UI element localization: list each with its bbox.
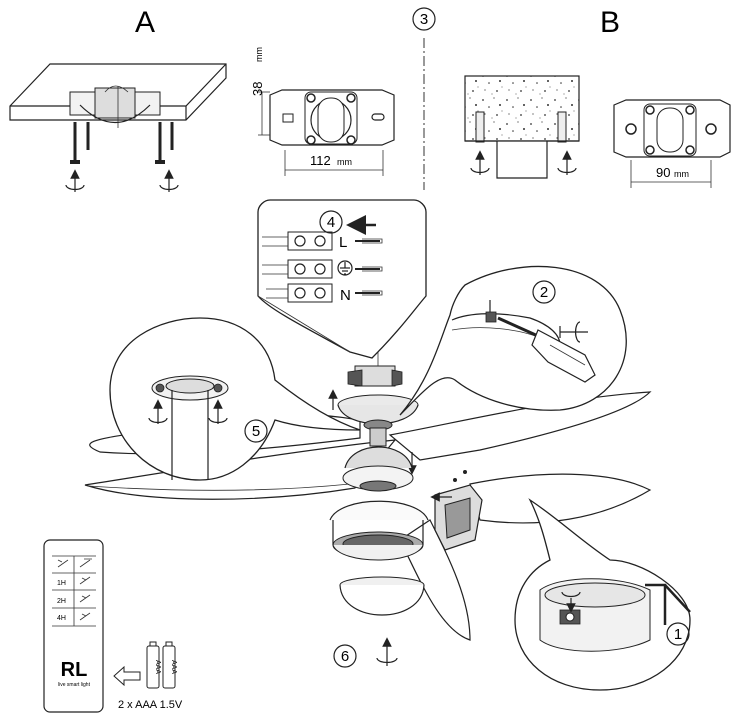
- screw-rotate-icon: [557, 150, 577, 175]
- earth-ground-icon: [337, 260, 353, 276]
- screwdriver-callout: [399, 265, 627, 416]
- section-a-label: A: [135, 6, 155, 39]
- concrete-ceiling-b: [464, 75, 580, 179]
- step-2-number: 2: [540, 284, 548, 301]
- bracket-plate-a: [269, 89, 395, 146]
- batteries: AAA AAA: [146, 641, 177, 689]
- arrow-left-icon: [113, 665, 141, 687]
- blade-screw-callout: [514, 498, 691, 691]
- width-dimension-b: 90 mm: [630, 160, 712, 188]
- step-5-badge: 5: [244, 419, 268, 443]
- width-a-unit: mm: [337, 157, 352, 167]
- step-5-number: 5: [252, 423, 260, 440]
- screw-rotate-icon: [561, 591, 581, 613]
- screw-rotate-icon: [208, 399, 228, 424]
- remote-button-2h: 2H: [57, 598, 66, 605]
- width-dimension-a: 112 mm: [284, 150, 384, 176]
- step-3-badge: 3: [412, 7, 436, 31]
- screw-rotate-icon: [470, 150, 490, 175]
- width-b-unit: mm: [674, 169, 689, 179]
- height-dimension-a: 38 mm: [250, 47, 270, 136]
- motor-housing: [329, 446, 429, 561]
- step-4-badge: 4: [319, 210, 343, 234]
- terminal-neutral-label: N: [340, 287, 351, 304]
- step-2-badge: 2: [532, 280, 556, 304]
- step-1-badge: 1: [666, 622, 690, 646]
- mounting-screws-a: [70, 122, 174, 164]
- screw-rotate-icon: [559, 321, 588, 343]
- battery-cell-1-text: AAA: [154, 660, 161, 674]
- remote-button-4h: 4H: [57, 615, 66, 622]
- remote-logo: RL: [61, 659, 88, 681]
- remote-button-1h: 1H: [57, 580, 66, 587]
- step-1-number: 1: [674, 626, 682, 643]
- battery-cell-2-text: AAA: [170, 660, 177, 674]
- battery-label: 2 x AAA 1.5V: [118, 699, 183, 711]
- screw-rotate-icon: [65, 169, 85, 192]
- width-a-value: 112: [310, 153, 331, 168]
- width-b-value: 90: [656, 165, 670, 180]
- light-cover: [339, 576, 425, 616]
- step-6-badge: 6: [333, 644, 357, 668]
- step-4-number: 4: [327, 214, 335, 231]
- terminal-live-label: L: [339, 234, 347, 251]
- height-a-unit: mm: [254, 47, 264, 62]
- section-b-label: B: [600, 6, 620, 39]
- step-3-number: 3: [420, 11, 428, 28]
- wiring-callout: [257, 199, 427, 359]
- remote-control: 1H 2H 4H RL live smart light: [43, 539, 104, 713]
- bracket-plate-b: [613, 99, 731, 158]
- height-a-value: 38: [250, 82, 265, 96]
- step-6-number: 6: [341, 648, 349, 665]
- ceiling-plate-a: [9, 63, 227, 128]
- screw-rotate-icon: [159, 169, 179, 192]
- remote-logo-sub: live smart light: [58, 682, 91, 688]
- blade-holder: [430, 470, 483, 551]
- screw-rotate-icon: [376, 637, 398, 666]
- screw-rotate-icon: [148, 399, 168, 424]
- canopy-callout: [109, 317, 361, 481]
- fan-canopy: [337, 350, 419, 447]
